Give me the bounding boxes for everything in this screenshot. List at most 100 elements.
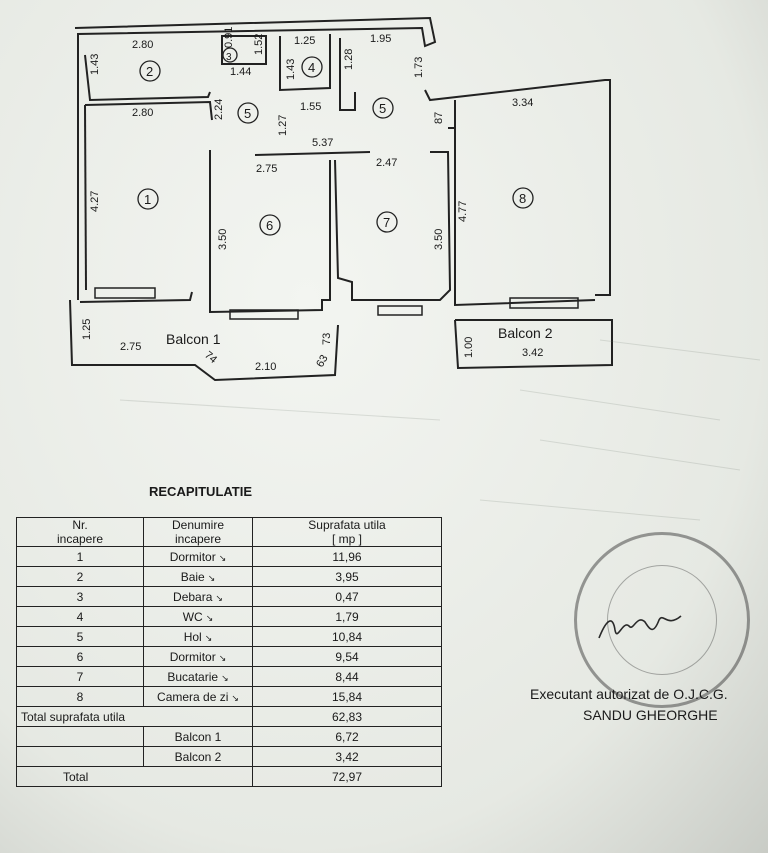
total-row: Total 72,97 [16,766,442,787]
dim-label: 87 [433,112,445,124]
total-value: 72,97 [252,766,442,787]
cell-nr: 3 [16,586,144,607]
header-name: Denumire incapere [143,517,253,547]
room-number: 5 [379,101,386,116]
dim-label: 3.50 [433,229,445,250]
cell-name-text: Camera de zi [157,689,229,704]
dim-label: 1.00 [463,337,475,358]
wall-room6 [209,150,331,314]
wall-room1 [84,100,213,121]
dim-label: 1.52 [253,34,265,55]
table-row: 6 Dormitor↘ 9,54 [16,646,442,667]
window-room7 [377,305,423,316]
room-number: 5 [244,106,251,121]
room-circle [376,211,398,233]
cell-area: 3,95 [252,566,442,587]
room-number: 6 [266,218,273,233]
cell-name: Dormitor↘ [143,546,253,567]
wall-outer-top [74,16,437,300]
cell-nr: 4 [16,606,144,627]
total-useful-row: Total suprafata utila 62,83 [16,706,442,727]
cell-name: Debara↘ [143,586,253,607]
cell-area: 0,47 [252,586,442,607]
header-nr-line2: incapere [56,532,104,546]
dim-label: 1.43 [285,59,297,80]
signature-icon [598,615,682,639]
cell-name-text: Debara [173,589,213,604]
dim-label: 2.80 [132,107,153,119]
cell-area: 15,84 [252,686,442,707]
window-room6 [229,309,299,320]
cell-name-text: Baie [180,569,205,584]
check-mark-icon: ↘ [215,592,223,603]
header-area-line2: [ mp ] [331,532,362,546]
stamp-inner-ring [607,565,717,675]
cell-name: WC↘ [143,606,253,627]
check-mark-icon: ↘ [205,612,214,623]
cell-name-text: Hol [183,629,202,644]
total-label: Total [16,766,253,787]
dim-label: 1.95 [370,33,391,45]
balcon-2-label: Balcon 2 [498,325,553,341]
check-mark-icon: ↘ [221,672,229,683]
wall-room1-inner [84,104,87,291]
dim-label: 5.37 [312,137,333,149]
cell-nr: 7 [16,666,144,687]
table-row: Balcon 1 6,72 [16,726,442,747]
wall-wc [279,34,331,92]
wall-room6-top [254,151,371,156]
dim-label: 2.47 [376,157,397,169]
check-mark-icon: ↘ [207,572,216,583]
total-useful-label: Total suprafata utila [16,706,253,727]
dim-label: 0.91 [223,27,235,48]
recap-table: Nr. incapere Denumire incapere Suprafata… [16,517,442,787]
dim-label: 2.75 [120,341,141,353]
check-mark-icon: ↘ [204,632,213,643]
dim-label: 1.27 [277,115,289,136]
official-stamp-icon [574,532,750,708]
room-circle [137,188,159,210]
cell-name-text: Bucatarie [167,669,219,684]
wall-room2 [84,54,211,102]
executant-label: Executant autorizat de O.J.C.G. [530,686,728,702]
dim-label: 2.80 [132,39,153,51]
room-number: 1 [144,192,151,207]
room-number: 4 [308,60,315,75]
room-circle [301,56,323,78]
wall-right-upper [424,79,611,296]
dim-label: 73 [321,333,333,345]
dim-label: 1.25 [81,319,93,340]
cell-nr: 1 [16,546,144,567]
cell-name: Hol↘ [143,626,253,647]
cell-area: 8,44 [252,666,442,687]
cell-name: Dormitor↘ [143,646,253,667]
room-number: 3 [226,52,232,63]
header-area-line1: Suprafata utila [308,518,386,532]
cell-nr: 5 [16,626,144,647]
dim-label: 2.10 [255,361,276,373]
cell-name: Camera de zi↘ [143,686,253,707]
wall-balcon2 [454,319,613,370]
table-row: 5 Hol↘ 10,84 [16,626,442,647]
cell-empty [16,746,144,767]
check-mark-icon: ↘ [218,552,227,563]
room-circle [222,47,238,63]
cell-area: 1,79 [252,606,442,627]
cell-name: Balcon 2 [143,746,253,767]
header-name-line1: Denumire [171,518,225,532]
cell-nr: 6 [16,646,144,667]
cell-empty [16,726,144,747]
dim-label: 4.77 [457,201,469,222]
window-room8 [509,297,579,309]
table-row: 3 Debara↘ 0,47 [16,586,442,607]
room-number: 2 [146,64,153,79]
header-nr: Nr. incapere [16,517,144,547]
wall-debara [221,35,267,65]
table-row: 2 Baie↘ 3,95 [16,566,442,587]
cell-name: Bucatarie↘ [143,666,253,687]
wall-room7 [334,151,452,301]
dim-label: 74 [202,349,219,366]
dim-label: 2.24 [213,99,225,120]
dim-label: 1.44 [230,66,251,78]
dim-label: 1.55 [300,101,321,113]
